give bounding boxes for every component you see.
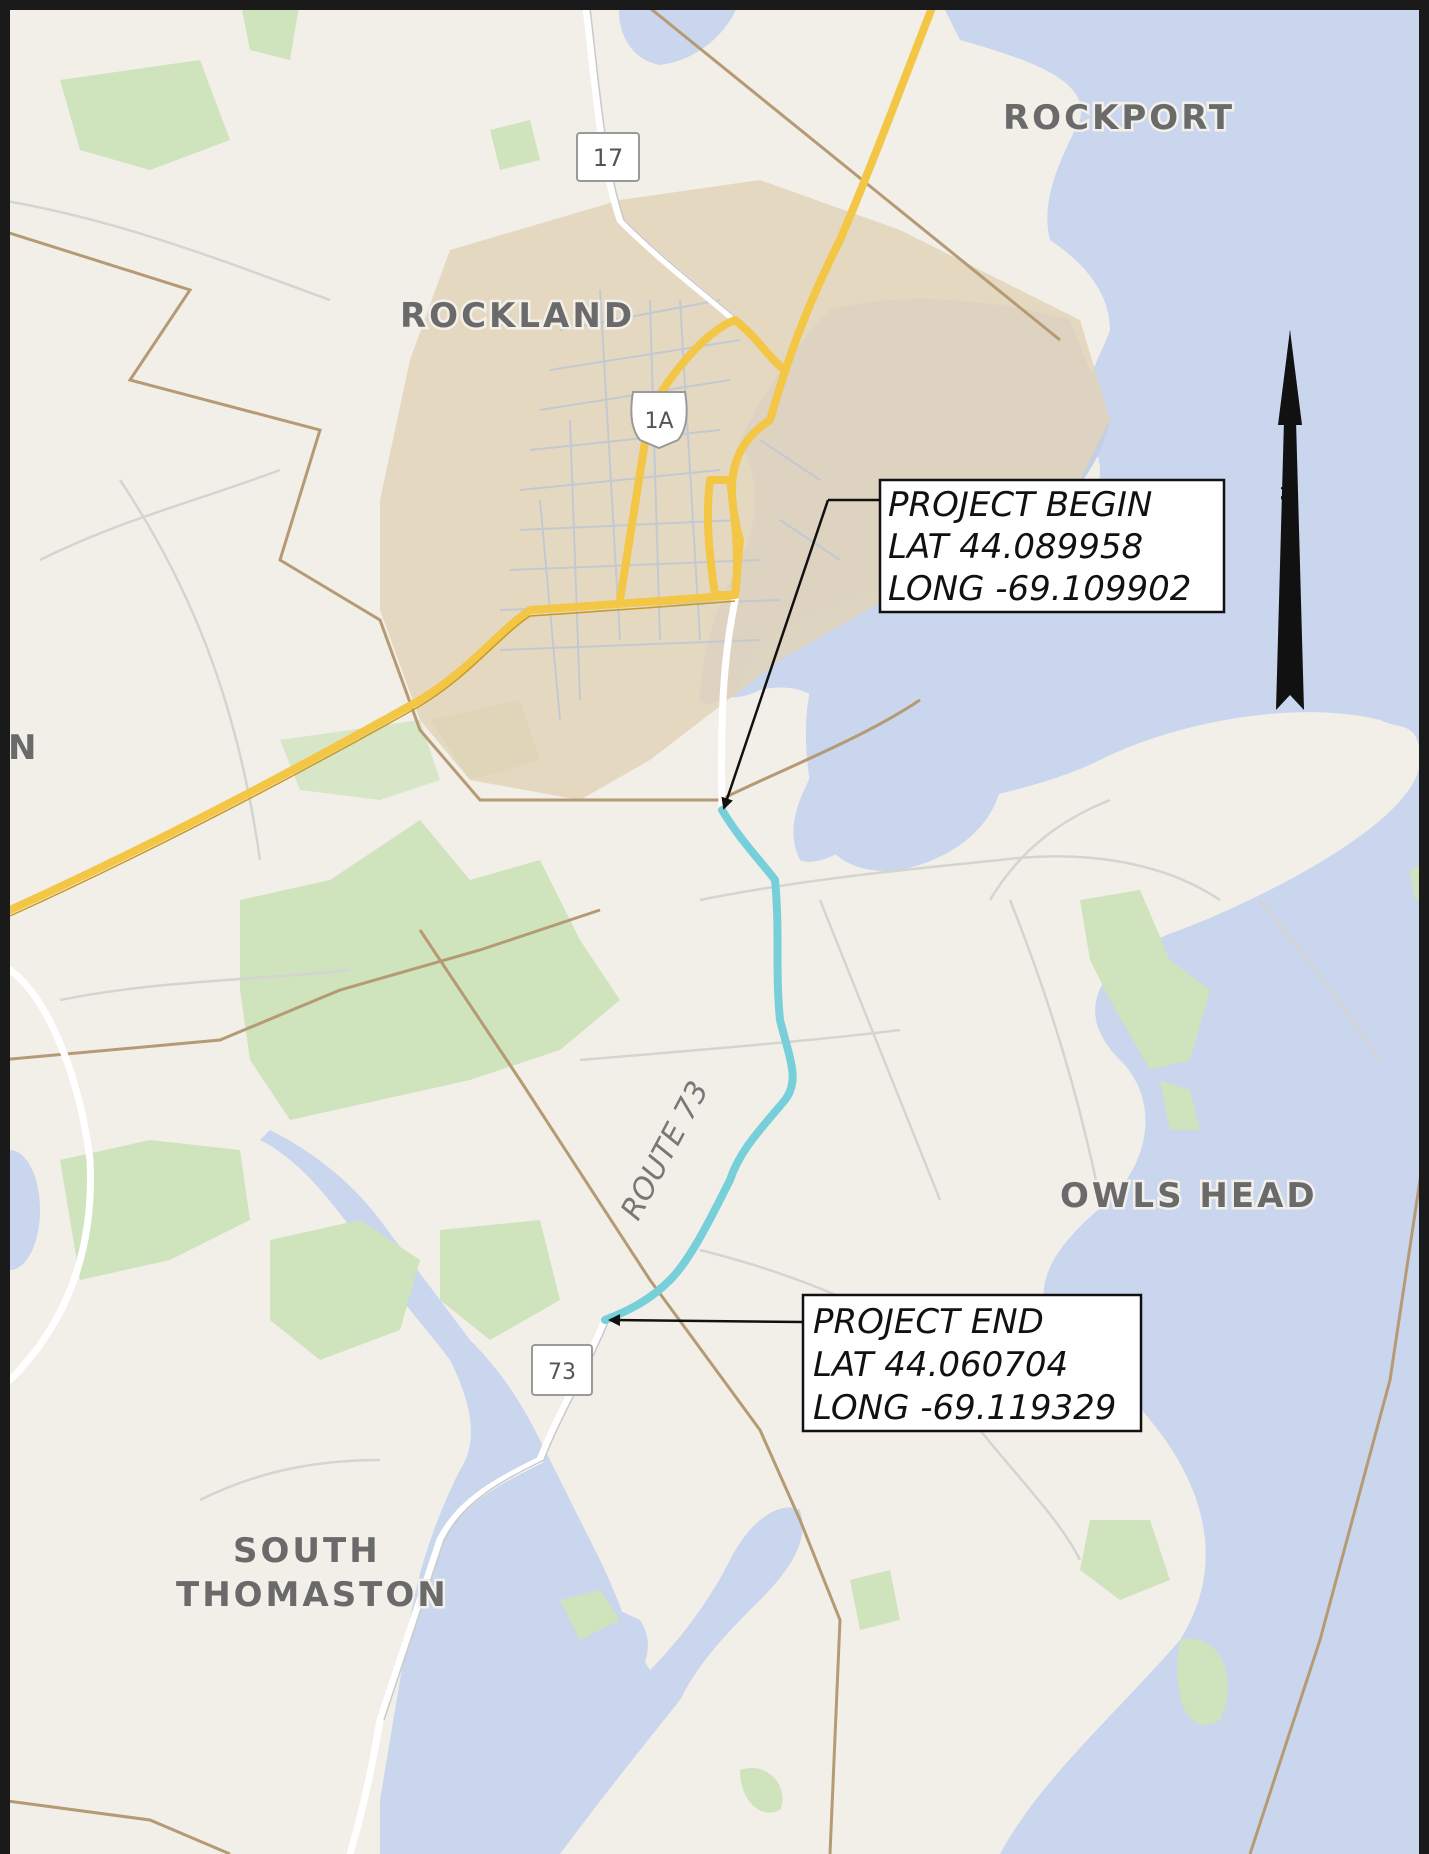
state-route-shield-icon (531, 1344, 593, 1396)
us-1a (616, 316, 789, 604)
route-1a-number: 1A (644, 409, 673, 434)
place-label-rockland: ROCKLAND (400, 296, 635, 336)
north-arrow-icon (1276, 330, 1304, 710)
us-1 (6, 591, 739, 914)
penobscot-bay (710, 0, 1429, 1854)
small-island (1177, 1638, 1228, 1726)
street-grid (499, 289, 841, 721)
western-road (6, 966, 94, 1384)
project-begin-long: LONG -69.109902 (888, 569, 1191, 609)
owls-head-bay (805, 690, 1002, 871)
north-arrow: N (1275, 330, 1304, 710)
sheep-island (740, 1768, 783, 1813)
north-arrow-label: N (1275, 485, 1300, 501)
state-roads (6, 0, 739, 1854)
project-end-long: LONG -69.119329 (813, 1388, 1116, 1428)
highway-casings (9, 600, 736, 917)
project-end-callout: PROJECT END LAT 44.060704 LONG -69.11932… (608, 1293, 1143, 1433)
local-roads (0, 198, 1382, 1561)
place-label-rockport: ROCKPORT (1003, 98, 1235, 138)
state-route-shield-icon (576, 132, 640, 182)
place-label-south-thomaston-2: THOMASTON (176, 1575, 449, 1615)
route-1a-shield: 1A (630, 391, 688, 450)
place-label-edge-fragment: N (8, 728, 39, 768)
route-73-number: 73 (548, 1360, 576, 1385)
state-road-casings (383, 0, 740, 1721)
rockland-urban-area (380, 180, 1110, 800)
project-begin-lat: LAT 44.089958 (888, 527, 1143, 567)
route-73-north-segment (718, 596, 739, 814)
place-label-south-thomaston-1: SOUTH (233, 1531, 381, 1571)
weskeag-river (260, 1130, 803, 1854)
project-begin-callout: PROJECT BEGIN LAT 44.089958 LONG -69.109… (721, 478, 1226, 810)
route-17 (581, 0, 739, 324)
route-73-south-segment (346, 1316, 609, 1854)
place-label-owls-head: OWLS HEAD (1060, 1176, 1318, 1216)
route-73-shield: 73 (531, 1344, 593, 1396)
route-17-number: 17 (593, 144, 624, 172)
us-1a-loop (703, 476, 742, 599)
project-end-lat: LAT 44.060704 (813, 1345, 1068, 1385)
project-route-segment (601, 806, 797, 1324)
us-1-north (728, 0, 939, 599)
project-end-title: PROJECT END (813, 1302, 1044, 1342)
highways (6, 0, 939, 914)
us-route-shield-icon (630, 391, 688, 450)
route-17-shield: 17 (576, 132, 640, 182)
project-begin-title: PROJECT BEGIN (888, 485, 1152, 525)
